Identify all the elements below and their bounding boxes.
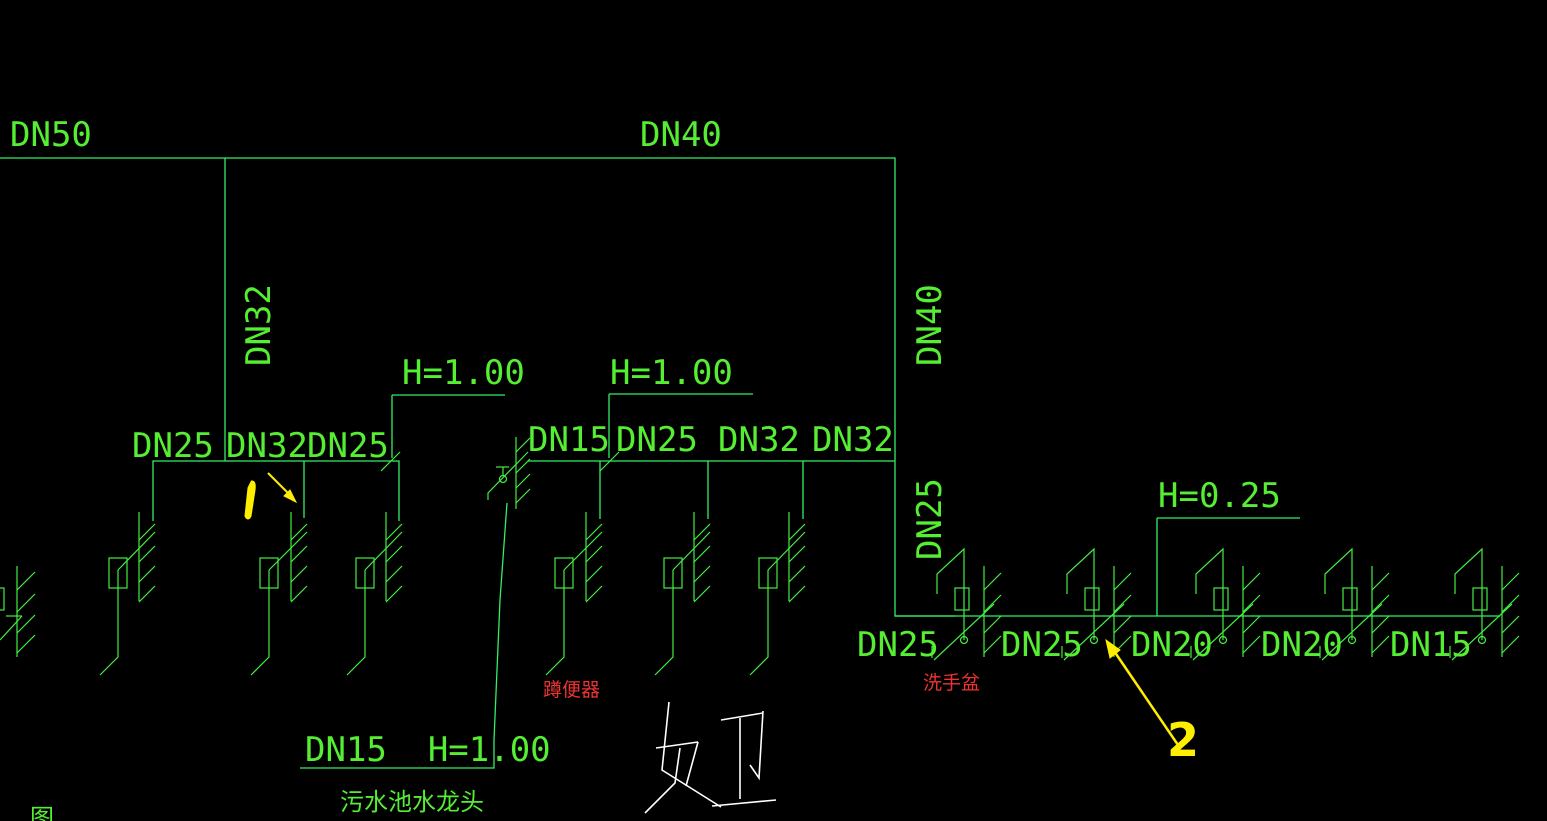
arrow-2-line <box>1110 647 1180 746</box>
squat-toilet-3 <box>346 512 403 676</box>
wash-basin-4 <box>1319 547 1390 661</box>
pipe-labels: DN50 DN40 DN32 DN40 DN25 DN25 DN32 DN25 … <box>10 115 1472 821</box>
marker-2: 2 <box>1167 713 1199 767</box>
fixture-name-wash-basin: 洗手盆 <box>923 672 980 694</box>
label-riser-right-lower: DN25 <box>910 478 950 560</box>
wash-basin-3 <box>1190 547 1261 661</box>
label-riser-left: DN32 <box>239 284 279 366</box>
label-branch1-2: DN25 <box>307 426 389 466</box>
wash-basin-1 <box>931 547 1002 661</box>
squat-toilet-partial <box>0 566 36 657</box>
faucet-size-elevation: DN15 H=1.00 <box>305 730 551 770</box>
elevation-branch3: H=0.25 <box>1158 476 1281 516</box>
branch1-break <box>380 451 401 472</box>
marker-1-stroke <box>244 480 256 520</box>
label-branch2-2: DN32 <box>718 420 800 460</box>
label-branch2-0: DN15 <box>528 420 610 460</box>
fixture-name-squat-toilet: 蹲便器 <box>543 679 600 701</box>
squat-toilet-6 <box>749 512 806 676</box>
label-main-left: DN50 <box>10 115 92 155</box>
faucet-name: 污水池水龙头 <box>340 788 484 816</box>
elevation-branch2: H=1.00 <box>610 353 733 393</box>
label-branch1-1: DN32 <box>226 426 308 466</box>
fixture-names: 蹲便器 洗手盆 <box>543 672 980 701</box>
label-branch1-0: DN25 <box>132 426 214 466</box>
branch2-break <box>599 451 620 472</box>
squat-toilet-2 <box>250 512 308 676</box>
squat-toilet-fixtures <box>0 512 806 676</box>
elevation-branch1: H=1.00 <box>402 353 525 393</box>
label-branch3-3: DN20 <box>1261 625 1343 665</box>
annotation-2: 2 <box>1105 638 1199 767</box>
branch1-pipe <box>152 460 400 521</box>
wash-basin-fixtures <box>931 547 1520 661</box>
char-nv <box>644 701 722 814</box>
handwritten-title <box>644 701 777 814</box>
label-branch3-1: DN25 <box>1001 625 1083 665</box>
squat-toilet-1 <box>99 512 156 676</box>
wash-basin-5 <box>1449 547 1520 661</box>
label-branch3-0: DN25 <box>857 625 939 665</box>
annotation-1 <box>244 472 298 520</box>
partial-title-bottom-left: 图 <box>30 804 54 821</box>
arrow-2-head <box>1105 638 1121 659</box>
label-branch2-1: DN25 <box>616 420 698 460</box>
label-main-top: DN40 <box>640 115 722 155</box>
main-pipes <box>0 157 1500 769</box>
label-branch3-2: DN20 <box>1131 625 1213 665</box>
arrow-1-head <box>283 489 298 504</box>
faucet-leader <box>300 502 508 769</box>
squat-toilet-5 <box>654 512 711 676</box>
squat-toilet-4 <box>545 512 603 676</box>
label-branch3-4: DN15 <box>1390 625 1472 665</box>
label-riser-right: DN40 <box>910 284 950 366</box>
label-branch2-3: DN32 <box>812 420 894 460</box>
faucet-symbol <box>487 437 531 509</box>
char-wei <box>711 710 777 807</box>
